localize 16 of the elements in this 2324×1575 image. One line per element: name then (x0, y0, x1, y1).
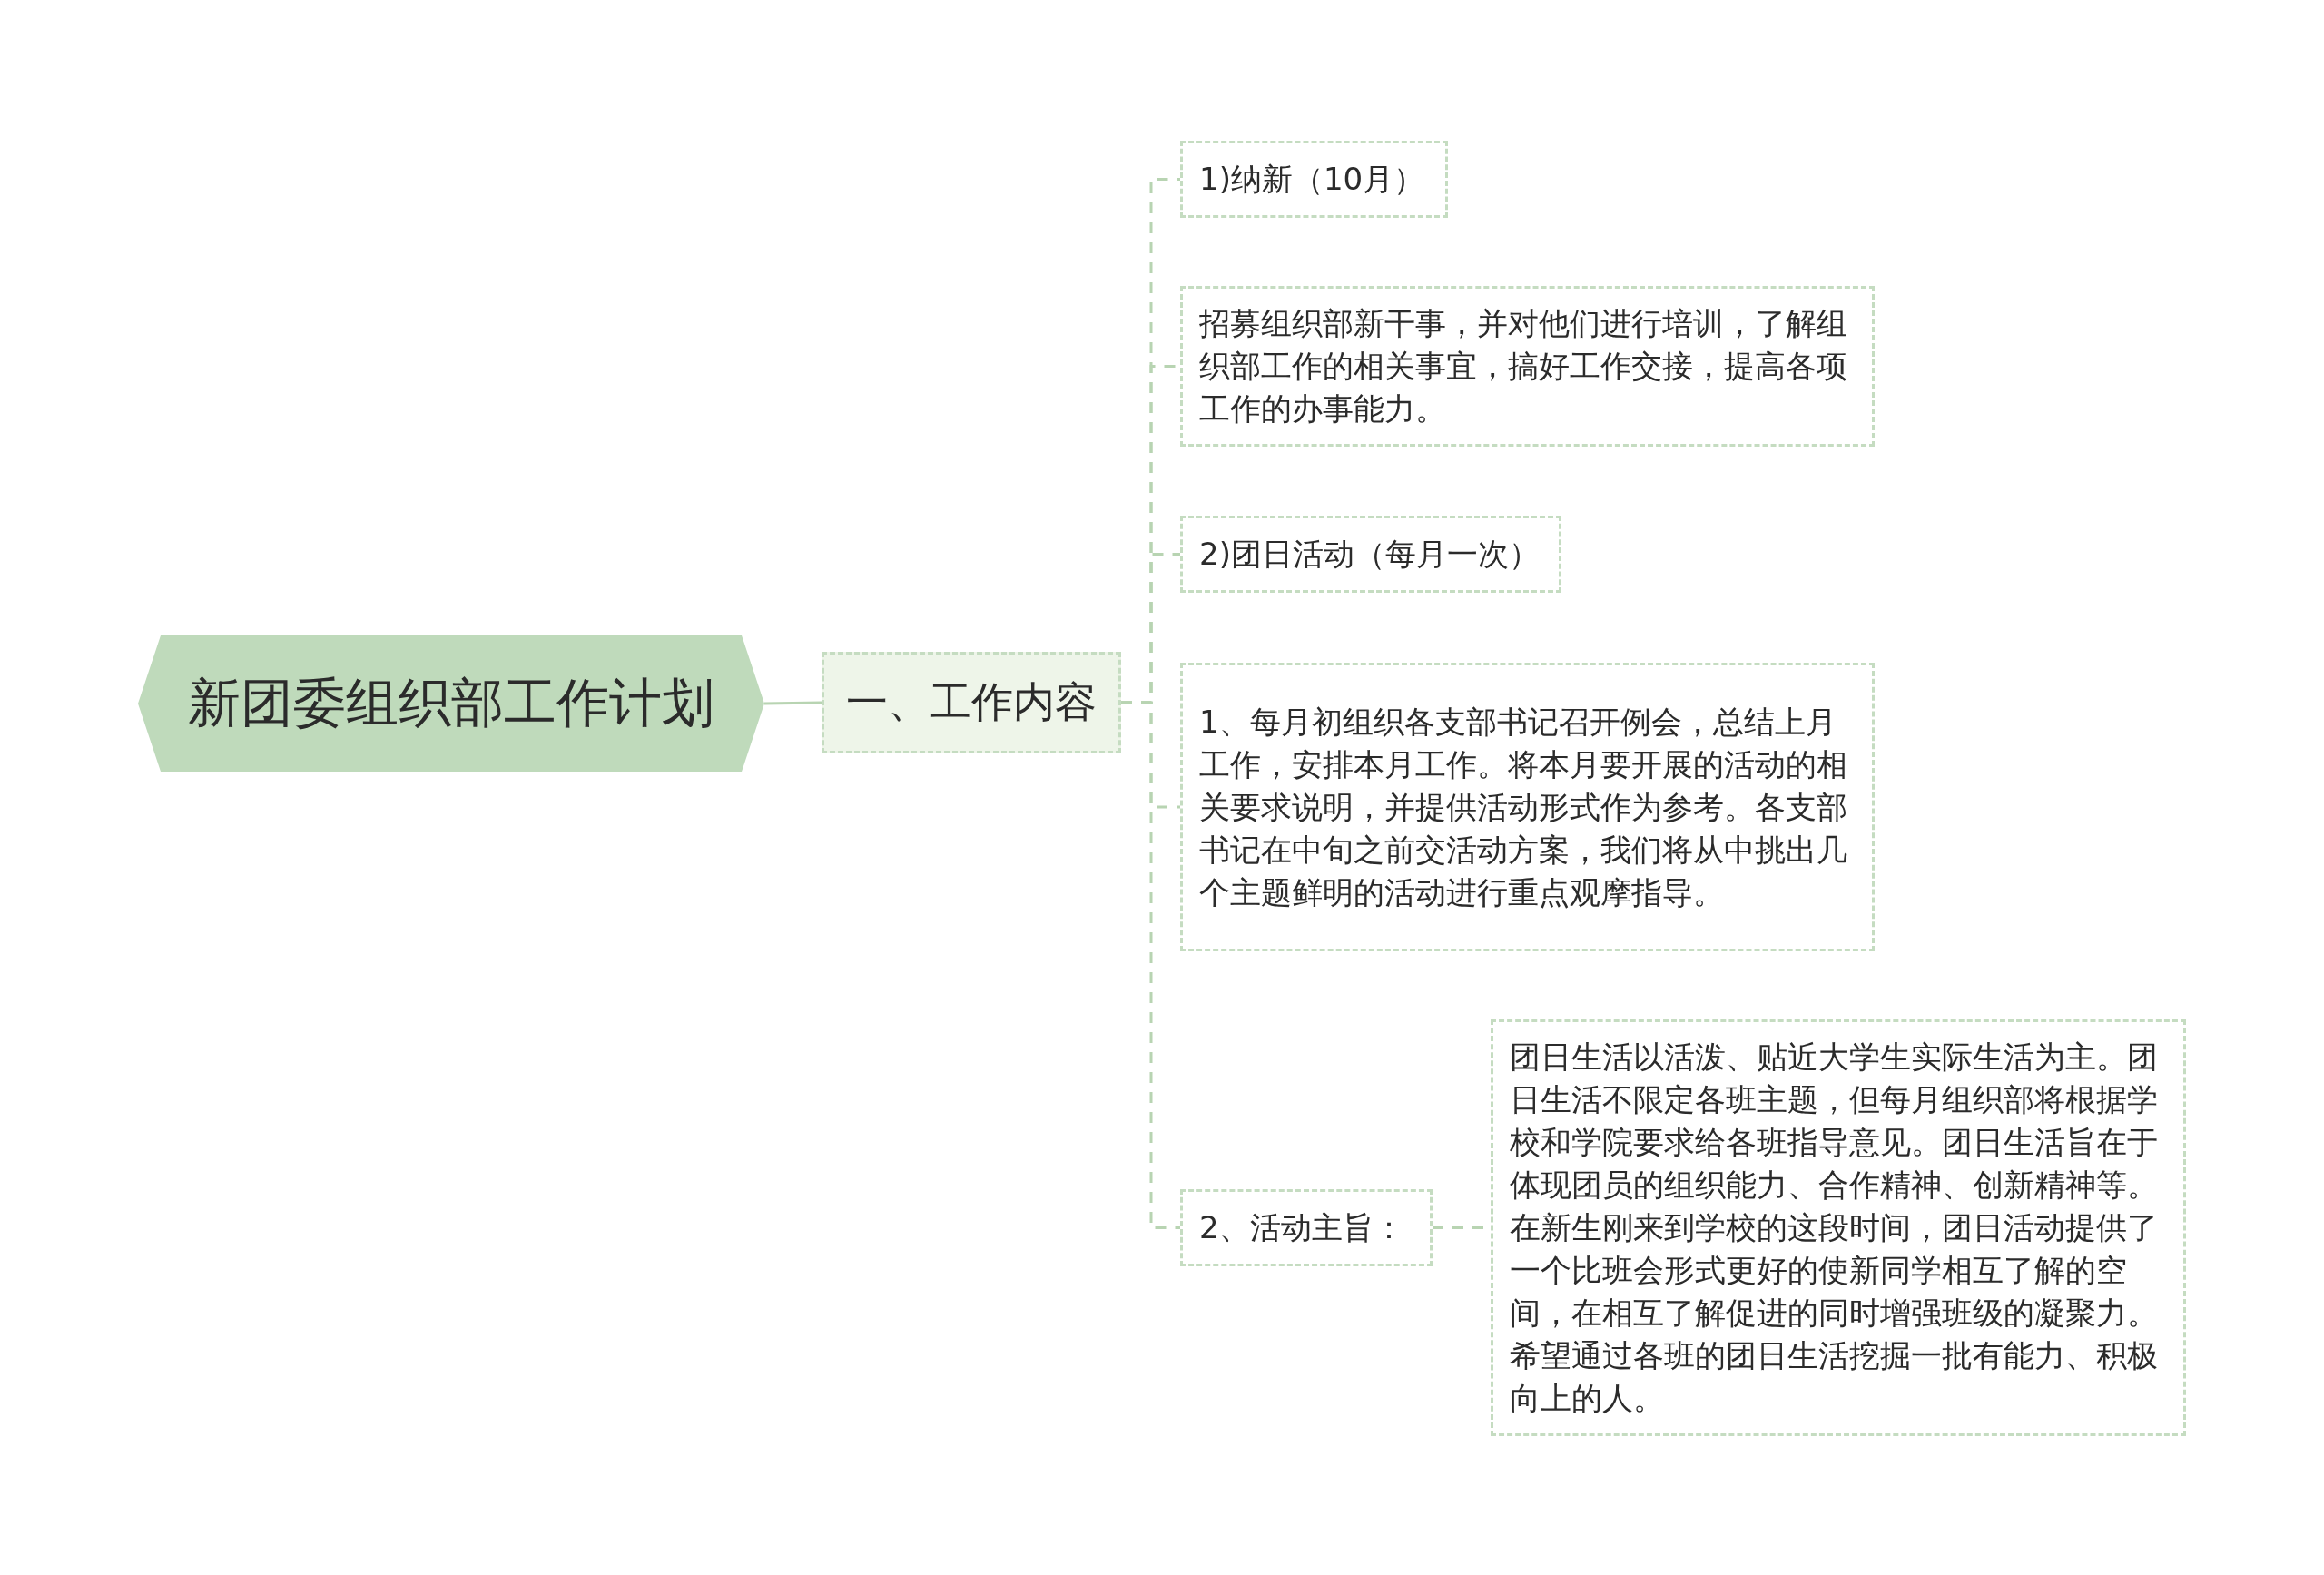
branch-box (822, 652, 1121, 753)
node-text: 1、每月初组织各支部书记召开例会，总结上月工作，安排本月工作。将本月要开展的活动的相关要求说明，并提供活动形式作为参考。各支部书记在中旬之前交活动方案，我们将从中挑出几个主题鲜明的活动进行重点观摩指导。 (1199, 702, 1848, 912)
node-text: 新团委组织部工作计划 (188, 671, 714, 735)
node-text: 招募组织部新干事，并对他们进行培训，了解组织部工作的相关事宜，搞好工作交接，提高各项工作的办事能力。 (1199, 304, 1848, 428)
node-text: 2)团日活动（每月一次） (1199, 535, 1540, 574)
connector-line (763, 701, 822, 705)
topic-box (1180, 663, 1875, 951)
topic-hexagon (138, 635, 764, 772)
topic-box (1180, 1189, 1433, 1266)
node-text: 2、活动主旨： (1199, 1208, 1404, 1247)
topic-box (1180, 141, 1448, 218)
topic-box (1180, 516, 1561, 593)
node-text: 团日生活以活泼、贴近大学生实际生活为主。团日生活不限定各班主题，但每月组织部将根据学校和学院要求给各班指导意见。团日生活旨在于体现团员的组织能力、合作精神、创新精神等。在新生刚来到学校的这段时间，团日活动提供了一个比班会形式更好的使新同学相互了解的空间，在相互了解促进的同时增强班级的凝聚力。希望通过各班的团日生活挖掘一批有能力、积极向上的人。 (1510, 1038, 2159, 1418)
node-text: 1)纳新（10月） (1199, 160, 1425, 199)
topic-box (1180, 286, 1875, 447)
node-text: 一、工作内容 (846, 676, 1097, 728)
